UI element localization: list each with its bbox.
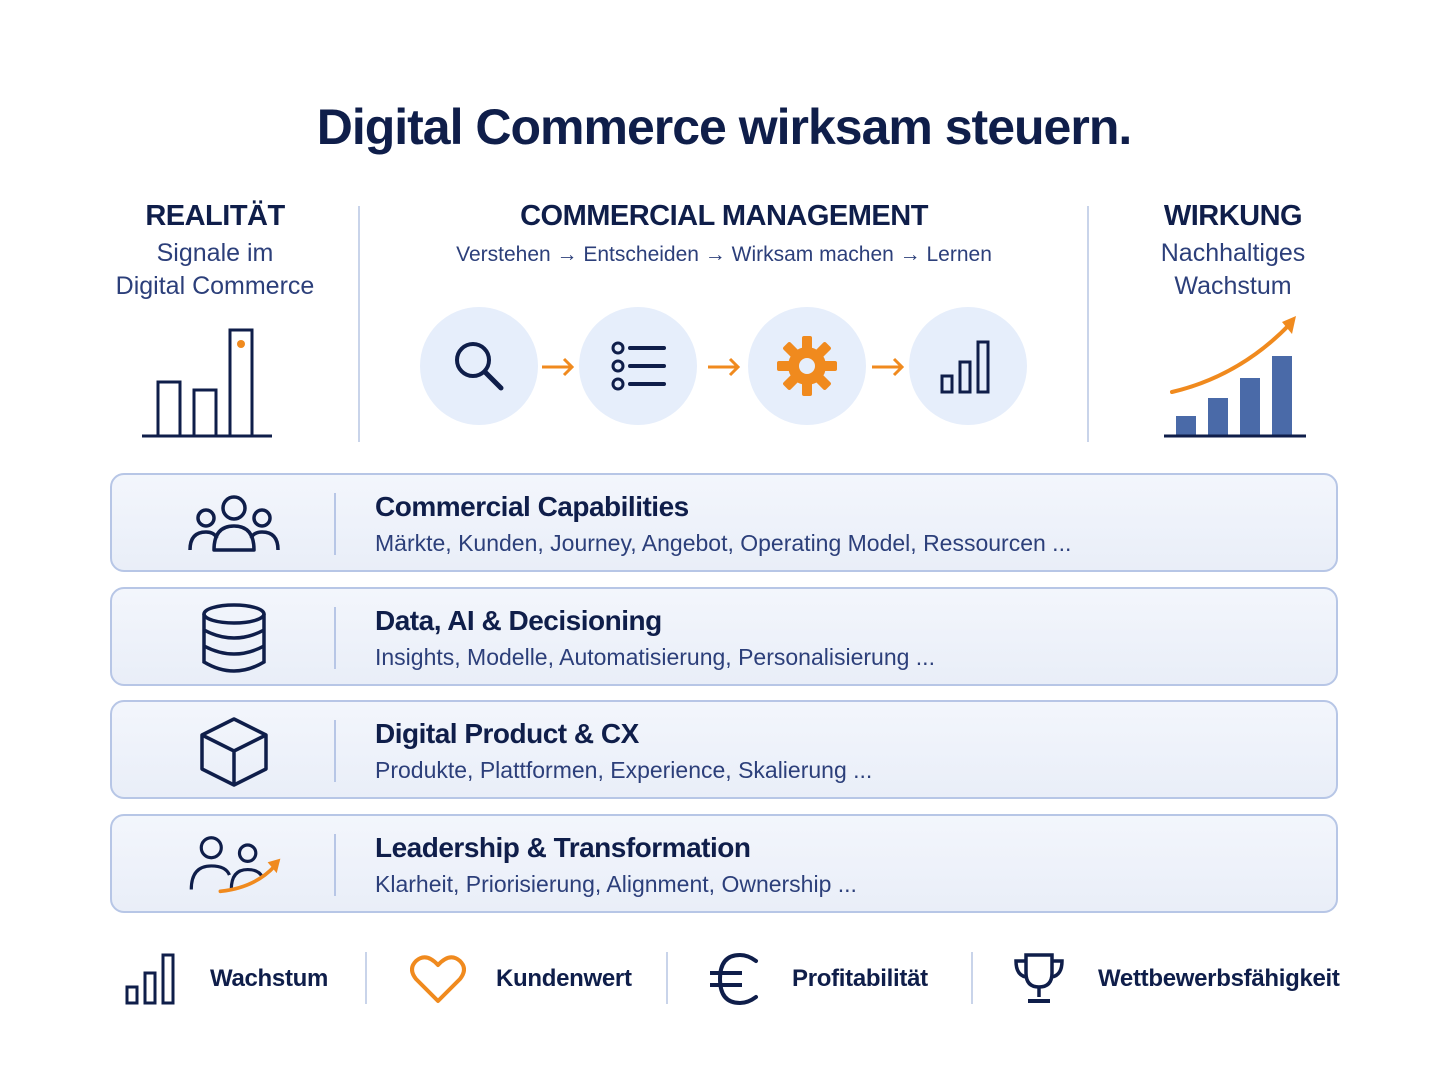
impact-sub-line1: Nachhaltiges xyxy=(1160,239,1306,267)
row-subtitle: Produkte, Plattformen, Experience, Skali… xyxy=(375,757,873,783)
reality-sub-line1: Signale im xyxy=(156,239,274,267)
step-execute xyxy=(748,307,866,425)
row-separator xyxy=(334,607,336,669)
row-leadership-transformation: Leadership & Transformation Klarheit, Pr… xyxy=(110,814,1338,913)
row-commercial-capabilities: Commercial Capabilities Märkte, Kunden, … xyxy=(110,473,1338,572)
kpi-wachstum: Wachstum xyxy=(124,948,328,1010)
kpi-divider xyxy=(666,952,668,1004)
row-title: Commercial Capabilities xyxy=(375,491,689,522)
row-title: Digital Product & CX xyxy=(375,718,639,749)
step-decide xyxy=(579,307,697,425)
row-separator xyxy=(334,834,336,896)
reality-column: REALITÄT Signale im Digital Commerce xyxy=(90,200,340,303)
row-digital-product-cx: Digital Product & CX Produkte, Plattform… xyxy=(110,700,1338,799)
kpi-label: Wettbewerbsfähigkeit xyxy=(1098,965,1340,992)
search-icon xyxy=(455,342,504,391)
row-title: Data, AI & Decisioning xyxy=(375,605,662,636)
trophy-icon xyxy=(1014,953,1064,1003)
kpi-profitabilitaet: Profitabilität xyxy=(708,948,928,1010)
row-title: Leadership & Transformation xyxy=(375,832,751,863)
kpi-label: Kundenwert xyxy=(496,965,632,992)
management-column: COMMERCIAL MANAGEMENT Verstehen → Entsch… xyxy=(380,200,1068,267)
impact-heading: WIRKUNG xyxy=(1163,200,1303,232)
cube-icon xyxy=(200,717,268,787)
divider-right xyxy=(1087,206,1089,442)
kpi-divider xyxy=(365,952,367,1004)
page-title: Digital Commerce wirksam steuern. xyxy=(316,99,1133,155)
arrow-right-icon xyxy=(872,357,905,377)
growth-chart-icon xyxy=(1164,316,1306,438)
row-separator xyxy=(334,720,336,782)
arrow-right-icon xyxy=(542,357,575,377)
kpi-kundenwert: Kundenwert xyxy=(410,948,632,1010)
list-icon xyxy=(611,341,666,391)
database-icon xyxy=(202,603,266,673)
row-subtitle: Klarheit, Priorisierung, Alignment, Owne… xyxy=(375,871,857,897)
kpi-label: Profitabilität xyxy=(792,965,928,992)
gear-icon xyxy=(777,336,837,396)
row-subtitle: Märkte, Kunden, Journey, Angebot, Operat… xyxy=(375,530,1072,556)
reality-sub-line2: Digital Commerce xyxy=(115,272,315,300)
row-data-ai-decisioning: Data, AI & Decisioning Insights, Modelle… xyxy=(110,587,1338,686)
people-growth-icon xyxy=(189,836,281,894)
heart-icon xyxy=(410,955,466,1003)
kpi-divider xyxy=(971,952,973,1004)
euro-icon xyxy=(710,952,758,1006)
impact-sub-line2: Wachstum xyxy=(1174,272,1292,300)
people-group-icon xyxy=(188,495,280,552)
row-subtitle: Insights, Modelle, Automatisierung, Pers… xyxy=(375,644,935,670)
reality-heading: REALITÄT xyxy=(145,200,285,232)
arrow-right-icon xyxy=(708,357,741,377)
management-flow: Verstehen → Entscheiden → Wirksam machen… xyxy=(456,243,992,266)
bar-chart-icon xyxy=(125,953,175,1005)
kpi-wettbewerbsfaehigkeit: Wettbewerbsfähigkeit xyxy=(1010,948,1340,1010)
divider-left xyxy=(358,206,360,442)
impact-column: WIRKUNG Nachhaltiges Wachstum xyxy=(1108,200,1358,303)
row-separator xyxy=(334,493,336,555)
step-learn xyxy=(909,307,1027,425)
step-understand xyxy=(420,307,538,425)
bar-chart-icon xyxy=(940,340,990,394)
bar-chart-signal-icon xyxy=(142,328,272,438)
kpi-label: Wachstum xyxy=(210,965,329,992)
management-heading: COMMERCIAL MANAGEMENT xyxy=(520,200,928,232)
